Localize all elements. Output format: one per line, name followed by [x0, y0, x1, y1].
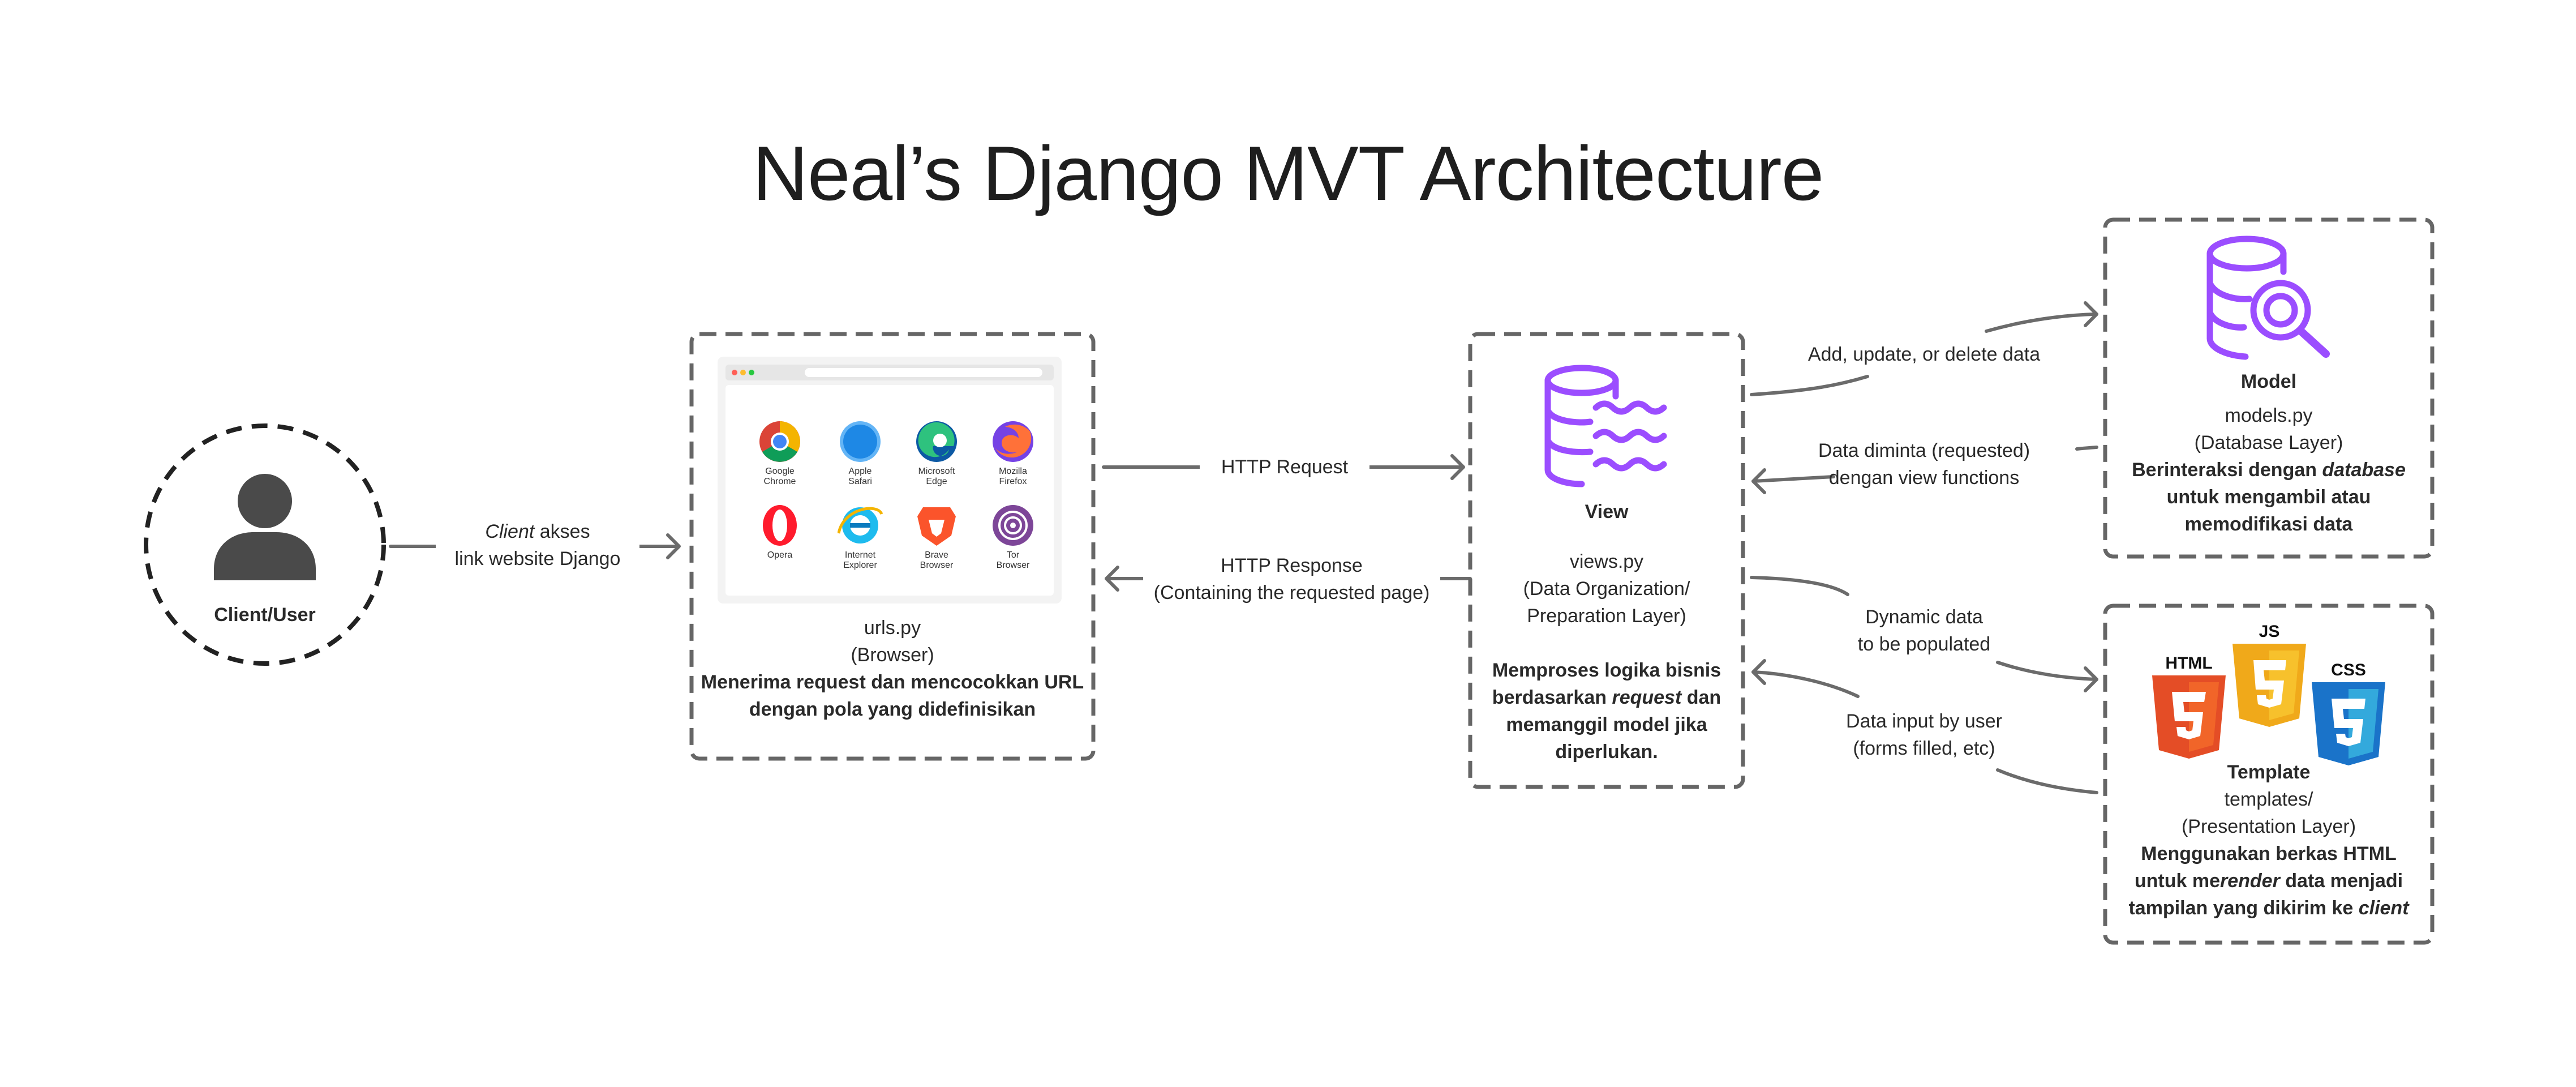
arrow-model-to-view-b: [1751, 475, 1835, 483]
model-desc-1: Berinteraksi dengan database: [2132, 459, 2406, 481]
template-desc-3: tampilan yang dikirim ke client: [2128, 897, 2409, 919]
edge-icon: [916, 421, 957, 462]
view-box[interactable]: [1468, 332, 1745, 789]
css-badge-text: CSS: [2331, 661, 2366, 679]
view-desc-1: Memproses logika bisnis: [1492, 660, 1721, 681]
browser-caption: Opera: [767, 550, 793, 560]
model-layer: (Database Layer): [2194, 432, 2343, 453]
arrow-view-to-template-b: [1996, 661, 2098, 681]
view-layer-1: (Data Organization/: [1523, 578, 1690, 600]
arrow-view-to-template-a: [1750, 576, 1849, 596]
arrowhead-to-template: [2084, 666, 2098, 692]
template-box[interactable]: [2103, 604, 2435, 945]
urls-box[interactable]: [689, 332, 1096, 761]
model-heading: Model: [2240, 371, 2297, 392]
firefox-icon: [993, 421, 1033, 462]
arrowhead-request: [1450, 454, 1465, 480]
client-label: Client/User: [214, 604, 316, 626]
client-circle[interactable]: [144, 423, 386, 666]
view-layer-2: Preparation Layer): [1527, 605, 1686, 627]
template-heading: Template: [2227, 761, 2311, 783]
database-waves-icon: [1544, 365, 1667, 487]
model-desc-2: untuk mengambil atau: [2166, 486, 2371, 508]
from-template-label-2: (forms filled, etc): [1853, 738, 1995, 759]
model-file: models.py: [2225, 405, 2313, 426]
view-desc-4: diperlukan.: [1555, 741, 1658, 763]
to-model-label: Add, update, or delete data: [1808, 344, 2041, 365]
user-icon: [214, 474, 316, 580]
view-desc-3: memanggil model jika: [1506, 714, 1707, 735]
to-template-label-1: Dynamic data: [1865, 606, 1983, 628]
arrowhead-response: [1105, 566, 1119, 592]
urls-layer: (Browser): [851, 644, 934, 666]
arrowhead-to-view-2: [1751, 659, 1766, 685]
arrow-model-to-view-a: [2075, 446, 2098, 451]
from-template-label-1: Data input by user: [1846, 711, 2002, 732]
tor-icon: [993, 505, 1033, 546]
ie-icon: [838, 507, 883, 544]
safari-icon: [840, 421, 881, 462]
database-search-icon: [2206, 236, 2330, 360]
brave-icon: [917, 507, 956, 546]
arrowhead-to-model: [2084, 301, 2098, 327]
urls-desc-1: Menerima request dan mencocokkan URL: [701, 671, 1084, 693]
arrow-view-to-model-a: [1750, 375, 1869, 396]
browser-window: [718, 357, 1062, 604]
template-desc-1: Menggunakan berkas HTML: [2141, 843, 2397, 865]
urls-file: urls.py: [864, 617, 921, 639]
page-title: Neal’s Django MVT Architecture: [752, 130, 1824, 216]
view-file: views.py: [1569, 551, 1644, 572]
http-response-label-2: (Containing the requested page): [1153, 582, 1430, 604]
html5-icon: [2152, 675, 2226, 759]
arrow-template-to-view-b: [1996, 768, 2098, 794]
html-badge-text: HTML: [2165, 654, 2212, 673]
http-response-label-1: HTTP Response: [1221, 555, 1363, 576]
css3-icon: [2312, 682, 2385, 765]
to-template-label-2: to be populated: [1857, 634, 1991, 655]
client-arrow-italic: Client: [485, 521, 535, 542]
from-model-label-1: Data diminta (requested): [1818, 440, 2030, 461]
arrow-template-to-view-a: [1751, 670, 1860, 698]
arrow-view-to-model-b: [1985, 313, 2098, 333]
arrowhead-to-view-1: [1751, 468, 1766, 494]
from-model-label-2: dengan view functions: [1828, 467, 2020, 489]
template-desc-2: untuk merender data menjadi: [2134, 870, 2403, 892]
http-request-label: HTTP Request: [1221, 456, 1349, 478]
view-heading: View: [1585, 501, 1629, 523]
model-desc-3: memodifikasi data: [2184, 513, 2353, 535]
template-file: templates/: [2224, 789, 2313, 810]
view-desc-2: berdasarkan request dan: [1492, 687, 1721, 708]
client-arrow-label: Client akses link website Django: [436, 518, 639, 572]
client-arrow-line2: link website Django: [454, 548, 621, 570]
opera-icon: [763, 505, 797, 546]
template-layer: (Presentation Layer): [2181, 816, 2356, 837]
client-arrow-rest: akses: [534, 521, 590, 542]
javascript-icon: [2232, 644, 2306, 727]
chrome-icon: [759, 421, 800, 462]
model-box[interactable]: [2103, 217, 2435, 559]
urls-desc-2: dengan pola yang didefinisikan: [749, 699, 1036, 720]
arrowhead-client: [666, 533, 681, 559]
js-badge-text: JS: [2259, 622, 2280, 641]
